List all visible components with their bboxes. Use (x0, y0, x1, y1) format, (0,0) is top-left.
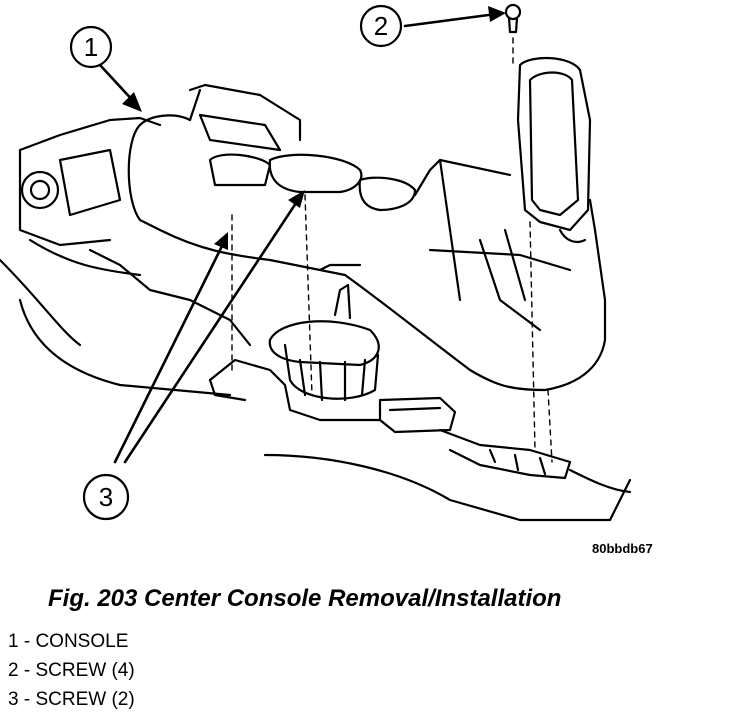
console-body (127, 83, 607, 392)
arrow-head-3a (214, 232, 228, 250)
arrow-head-1 (122, 92, 142, 112)
armrest-lid (516, 56, 592, 244)
callout-circle-2 (359, 4, 403, 48)
callout-circle-1 (69, 25, 113, 69)
console-diagram: 1 2 3 (0, 3, 632, 522)
leader-arrows (98, 12, 498, 464)
figure-caption: Fig. 203 Center Console Removal/Installa… (48, 585, 562, 612)
callout-label-1: 1 (84, 32, 98, 62)
legend-item: 2 - SCREW (4) (8, 660, 135, 681)
shifter-assembly (208, 283, 572, 480)
parts-legend: 1 - CONSOLE 2 - SCREW (4) 3 - SCREW (2) (8, 627, 135, 714)
instrument-panel (18, 116, 252, 347)
arrow-head-3b (288, 190, 305, 208)
legend-item: 3 - SCREW (2) (8, 689, 135, 710)
arrow-head-2 (488, 6, 506, 22)
callout-label-3: 3 (99, 482, 113, 512)
callout-label-2: 2 (374, 11, 388, 41)
screw-part (504, 3, 522, 34)
image-code: 80bbdb67 (592, 541, 653, 556)
alignment-lines (231, 37, 553, 463)
legend-item: 1 - CONSOLE (8, 631, 129, 652)
floor-lines (0, 258, 632, 522)
callout-circle-3 (82, 473, 130, 521)
